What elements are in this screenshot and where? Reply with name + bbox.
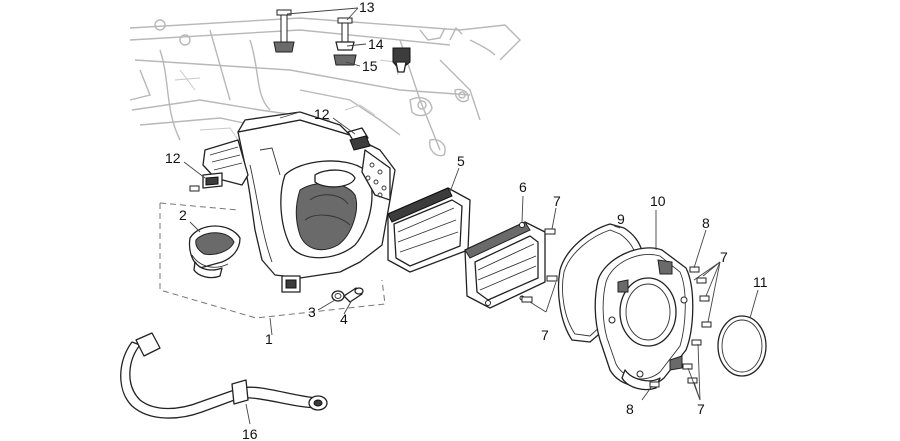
callout-12-left: 12 (165, 150, 181, 166)
intake-boot-2 (188, 225, 241, 279)
rubber-damper (392, 47, 411, 73)
callout-10: 10 (650, 193, 666, 209)
callout-7-c: 7 (541, 327, 549, 343)
callout-14: 14 (368, 36, 384, 52)
o-ring-11 (717, 315, 767, 377)
breather-hose-16 (120, 332, 328, 419)
air-box-1 (202, 111, 396, 293)
callout-2: 2 (179, 207, 187, 223)
callout-12-top: 12 (314, 106, 330, 122)
callout-13: 13 (359, 0, 375, 15)
callout-7-b: 7 (720, 249, 728, 265)
o-ring-3 (331, 290, 345, 302)
callout-1: 1 (265, 331, 273, 347)
callout-3: 3 (308, 304, 316, 320)
callout-labels: 13 14 15 12 12 5 6 7 9 10 8 7 11 2 3 4 1… (165, 0, 768, 441)
bolt-13-left (273, 9, 295, 53)
callout-8-top: 8 (702, 215, 710, 231)
filter-element-5 (387, 187, 471, 273)
leader-lines (183, 7, 759, 425)
clip-12-left (189, 172, 223, 192)
callout-11: 11 (753, 274, 768, 290)
callout-7-d: 7 (697, 401, 705, 417)
pin-4 (343, 287, 364, 303)
group-outline-1 (159, 203, 386, 319)
callout-7-a: 7 (553, 193, 561, 209)
bolt-13-right (333, 17, 357, 66)
callout-4: 4 (340, 311, 348, 327)
callout-16: 16 (242, 426, 258, 441)
callout-6: 6 (519, 179, 527, 195)
screw-7-group-a (521, 228, 558, 303)
callout-9: 9 (617, 211, 625, 227)
callout-5: 5 (457, 153, 465, 169)
side-cover-10 (594, 247, 694, 391)
motorcycle-frame (129, 17, 521, 157)
callout-15: 15 (362, 58, 378, 74)
callout-8-bottom: 8 (626, 401, 634, 417)
filter-cover-6 (464, 221, 546, 309)
